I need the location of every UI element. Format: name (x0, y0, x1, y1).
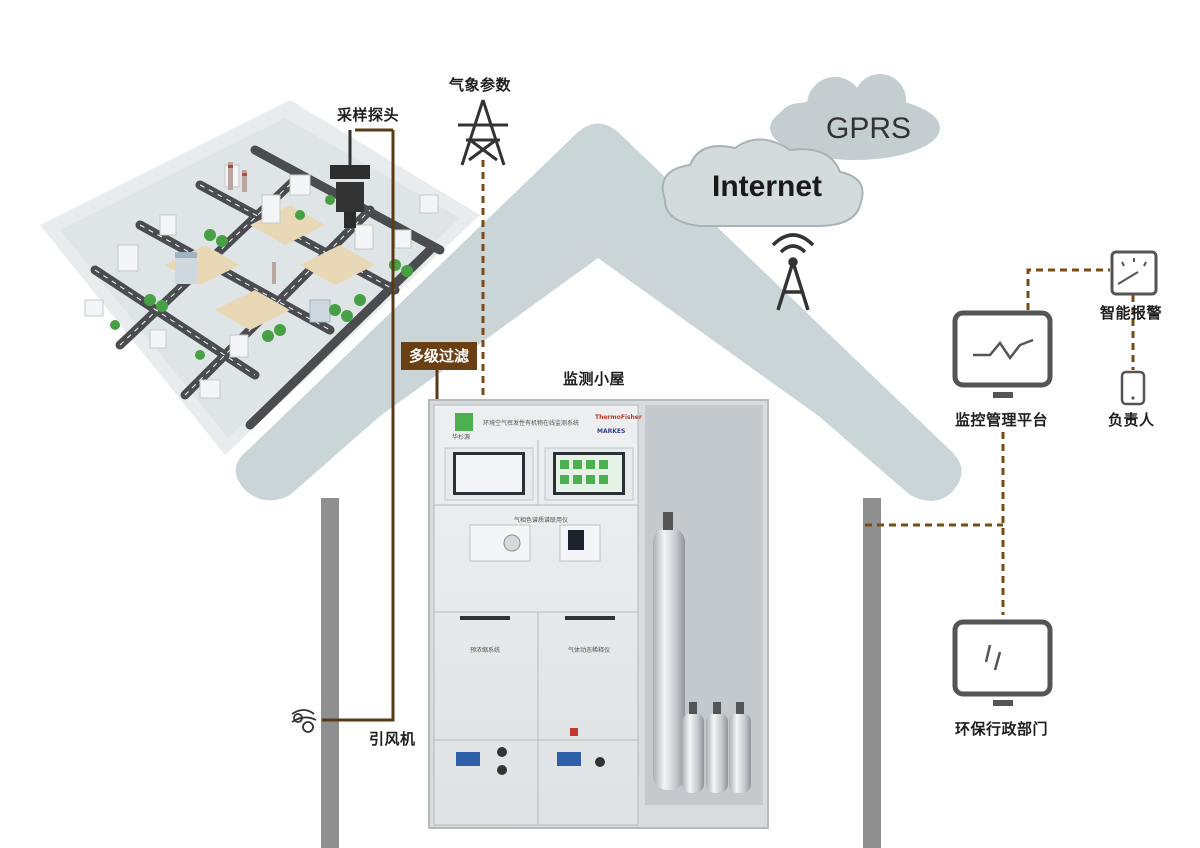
monitoring-cabinet (428, 399, 769, 829)
alarm-gauge-icon (1110, 250, 1158, 296)
cabinet-pretreat-label: 预浓缩系统 (470, 647, 501, 654)
cabinet-dilution-label: 气体动态稀释仪 (568, 647, 611, 654)
city-illustration (40, 100, 480, 455)
phone-icon (1120, 370, 1146, 406)
antenna-icon (771, 233, 815, 311)
label-fan: 引风机 (369, 730, 416, 748)
monitor-platform-icon (952, 310, 1053, 398)
cabinet-system-title: 环境空气挥发性有机物在线监测系统 (483, 420, 580, 427)
weather-tower-icon (458, 99, 508, 166)
fan-icon (291, 709, 317, 733)
house (235, 123, 962, 848)
label-gprs: GPRS (826, 112, 912, 145)
cloud-internet (661, 138, 864, 227)
cloud-gprs (770, 74, 940, 160)
label-weather-params: 气象参数 (449, 76, 512, 94)
label-smart-alarm: 智能报警 (1100, 304, 1163, 322)
label-epa-department: 环保行政部门 (955, 720, 1049, 738)
cabinet-gcms-label: 气相色谱质谱联用仪 (514, 517, 569, 524)
label-multi-filter: 多级过滤 (401, 342, 477, 370)
cabinet-brand-left: 华杉源 (452, 434, 471, 441)
label-internet: Internet (712, 170, 823, 203)
label-monitor-platform: 监控管理平台 (955, 411, 1049, 429)
sampling-probe-icon (330, 130, 370, 228)
label-responsible-person: 负责人 (1108, 411, 1155, 429)
label-sampling-probe: 采样探头 (337, 106, 400, 124)
label-monitor-house: 监测小屋 (563, 370, 626, 388)
epa-monitor-icon (952, 619, 1053, 706)
connection-lines (322, 128, 1135, 722)
cabinet-brand-markes: MARKES (597, 428, 626, 435)
cabinet-brand-thermo: ThermoFisher (595, 414, 642, 421)
